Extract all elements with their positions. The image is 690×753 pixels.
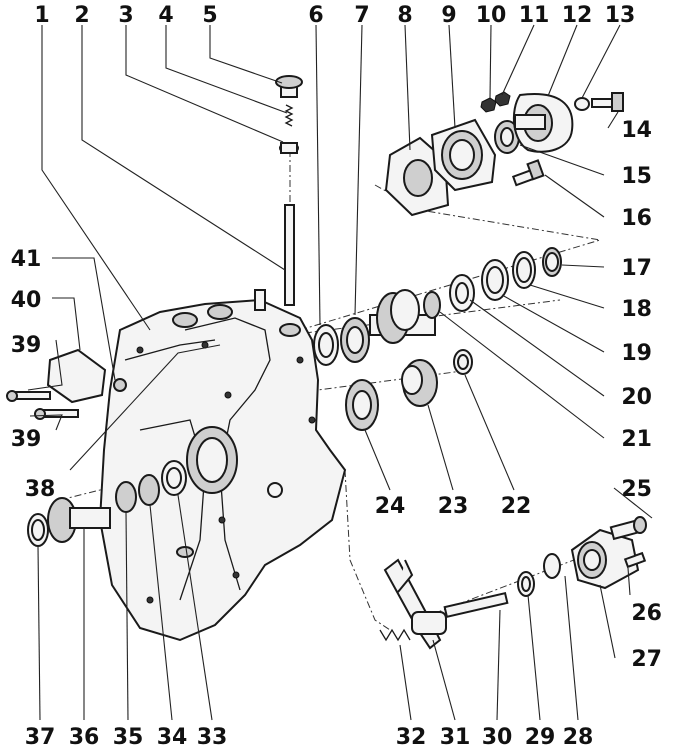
callout-34: 34 xyxy=(157,725,188,750)
leader-lines xyxy=(27,24,653,721)
callout-4: 4 xyxy=(158,3,173,28)
callout-9: 9 xyxy=(441,3,456,28)
callout-1: 1 xyxy=(34,3,49,28)
callout-8: 8 xyxy=(397,3,412,28)
callout-7: 7 xyxy=(354,3,369,28)
callout-labels: 1 2 3 4 5 6 7 8 9 10 11 12 13 14 15 16 1… xyxy=(11,3,662,750)
callout-32: 32 xyxy=(396,725,427,750)
callout-31: 31 xyxy=(440,725,471,750)
callout-41: 41 xyxy=(11,247,42,272)
callout-39-top: 39 xyxy=(11,333,42,358)
callout-17: 17 xyxy=(621,256,652,281)
main-shaft-gears xyxy=(313,247,562,431)
callout-24: 24 xyxy=(375,494,406,519)
callout-30: 30 xyxy=(482,725,513,750)
callout-2: 2 xyxy=(74,3,89,28)
callout-21: 21 xyxy=(621,427,652,452)
rear-cover-group xyxy=(384,91,624,217)
shift-rod-assembly xyxy=(275,75,303,306)
callout-29: 29 xyxy=(525,725,556,750)
callout-19: 19 xyxy=(621,341,652,366)
gearbox-housing xyxy=(98,289,347,642)
callout-3: 3 xyxy=(118,3,133,28)
callout-5: 5 xyxy=(202,3,217,28)
callout-38: 38 xyxy=(25,477,56,502)
callout-40: 40 xyxy=(11,288,42,313)
callout-39-bottom: 39 xyxy=(11,427,42,452)
callout-23: 23 xyxy=(438,494,469,519)
callout-33: 33 xyxy=(197,725,228,750)
callout-25: 25 xyxy=(621,477,652,502)
callout-10: 10 xyxy=(476,3,507,28)
callout-27: 27 xyxy=(631,647,662,672)
callout-13: 13 xyxy=(605,3,636,28)
callout-18: 18 xyxy=(621,297,652,322)
shift-fork-group xyxy=(379,516,647,650)
callout-6: 6 xyxy=(308,3,323,28)
input-shaft-group xyxy=(6,348,187,547)
callout-36: 36 xyxy=(69,725,100,750)
callout-20: 20 xyxy=(621,385,652,410)
callout-37: 37 xyxy=(25,725,56,750)
callout-26: 26 xyxy=(631,601,662,626)
callout-16: 16 xyxy=(621,206,652,231)
callout-35: 35 xyxy=(113,725,144,750)
callout-14: 14 xyxy=(621,118,652,143)
callout-28: 28 xyxy=(563,725,594,750)
callout-15: 15 xyxy=(621,164,652,189)
callout-12: 12 xyxy=(562,3,593,28)
callout-11: 11 xyxy=(519,3,550,28)
callout-22: 22 xyxy=(501,494,532,519)
